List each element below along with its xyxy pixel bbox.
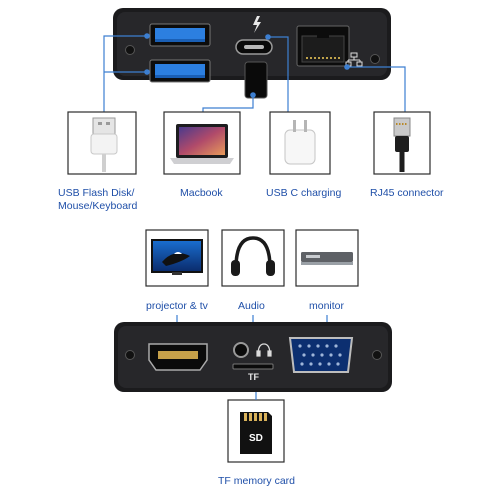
ethernet-cable-icon	[393, 117, 411, 172]
sd-card-text: SD	[249, 433, 263, 444]
connector-lines-top	[103, 33, 406, 112]
audio-jack	[244, 61, 268, 99]
label-tf-slot: TF	[248, 372, 259, 382]
label-usb-devices: USB Flash Disk/ Mouse/Keyboard	[58, 187, 138, 212]
headphone-icon	[256, 343, 272, 357]
label-projector-tv: projector & tv	[146, 300, 208, 312]
top-adapter	[113, 8, 391, 99]
hdmi-port	[148, 343, 208, 371]
headphones-icon	[231, 236, 275, 276]
rj45-port	[296, 25, 350, 67]
usb-cable-icon	[90, 117, 118, 172]
monitor-icon	[301, 252, 353, 265]
label-tf-memory-card: TF memory card	[218, 475, 296, 487]
usb-a-port	[149, 59, 211, 83]
vga-port	[288, 337, 354, 373]
bottom-adapter	[114, 322, 392, 392]
usb-a-port	[149, 23, 211, 47]
laptop-icon	[170, 124, 234, 164]
tf-card-slot	[232, 363, 274, 370]
audio-jack	[233, 342, 249, 358]
label-audio: Audio	[238, 300, 265, 312]
lightning-icon	[253, 16, 261, 33]
network-icon	[345, 52, 363, 67]
label-macbook: Macbook	[180, 187, 223, 199]
label-rj45: RJ45 connector	[370, 187, 444, 199]
label-usb-c-charging: USB C charging	[266, 187, 342, 199]
tv-icon	[151, 239, 203, 275]
sd-card-icon	[240, 412, 272, 454]
charger-icon	[284, 120, 316, 165]
label-monitor: monitor	[309, 300, 345, 312]
